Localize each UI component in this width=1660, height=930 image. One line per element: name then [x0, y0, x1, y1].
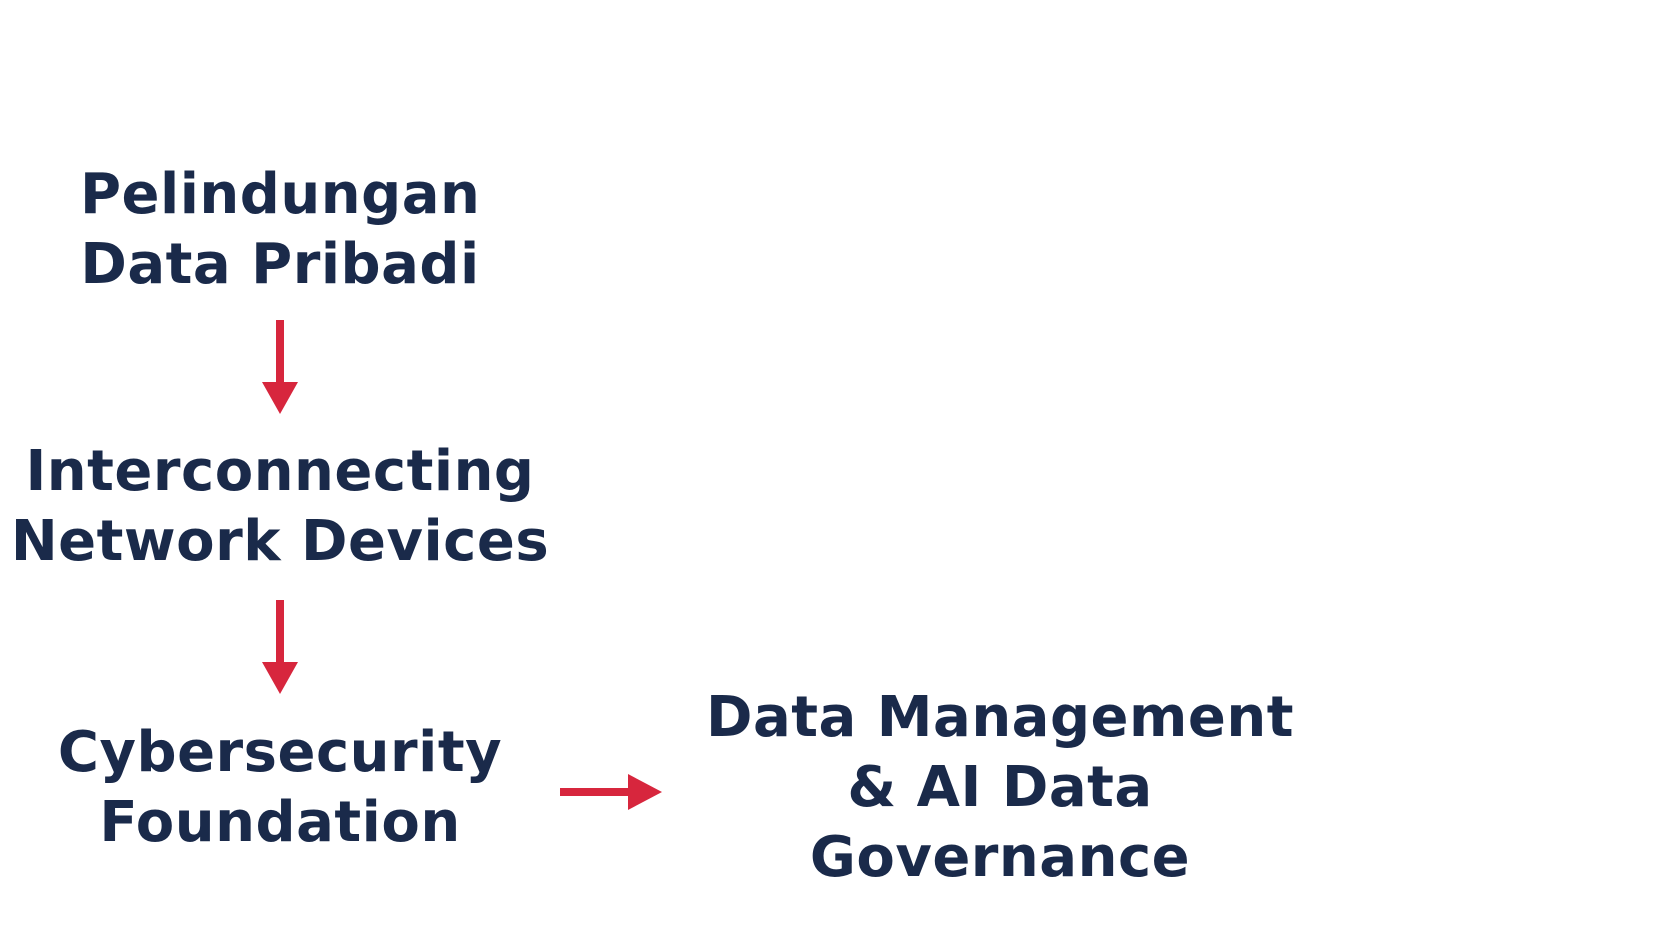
- node-interconnecting-network-devices: Interconnecting Network Devices: [10, 437, 550, 577]
- node-label-line: Foundation: [99, 790, 461, 855]
- arrow-right-icon: [560, 774, 662, 810]
- node-label-line: Network Devices: [10, 509, 550, 574]
- node-pelindungan-data-pribadi: Pelindungan Data Pribadi: [80, 160, 480, 300]
- node-label-line: Data Pribadi: [80, 232, 480, 297]
- node-label-line: Data Management: [705, 685, 1295, 750]
- node-label-line: Governance: [809, 825, 1191, 890]
- node-cybersecurity-foundation: Cybersecurity Foundation: [45, 718, 515, 858]
- node-label-line: Cybersecurity: [57, 720, 503, 785]
- arrow-down-icon: [262, 600, 298, 694]
- node-label-line: & AI Data: [847, 755, 1153, 820]
- node-label-line: Pelindungan: [80, 162, 481, 227]
- node-label-line: Interconnecting: [25, 439, 535, 504]
- node-data-management-ai-governance: Data Management & AI Data Governance: [690, 683, 1310, 893]
- arrow-down-icon: [262, 320, 298, 414]
